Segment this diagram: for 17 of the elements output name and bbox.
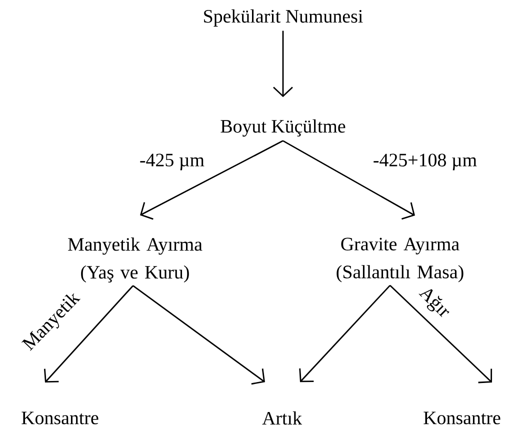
process-label: Spekülarit Numunesi	[204, 9, 363, 27]
process-label: Boyut Küçültme	[220, 119, 346, 137]
process-label: Konsantre	[424, 412, 500, 424]
arrow	[44, 285, 134, 382]
arrow	[282, 140, 415, 220]
arrow	[299, 284, 391, 382]
arrow	[390, 284, 492, 384]
edge-label: Ağır	[414, 283, 454, 323]
edge-label: -425 µm	[138, 152, 206, 172]
process-label: Gravite Ayırma (Sallantılı Masa)	[336, 238, 464, 282]
arrow	[132, 285, 265, 385]
arrow	[140, 140, 284, 220]
arrow	[273, 30, 293, 98]
edge-label: -425+108 µm	[372, 152, 478, 172]
process-label: Konsantre	[22, 412, 98, 424]
process-label: Manyetik Ayırma (Yaş ve Kuru)	[68, 237, 202, 283]
process-label: Artık	[262, 411, 302, 425]
